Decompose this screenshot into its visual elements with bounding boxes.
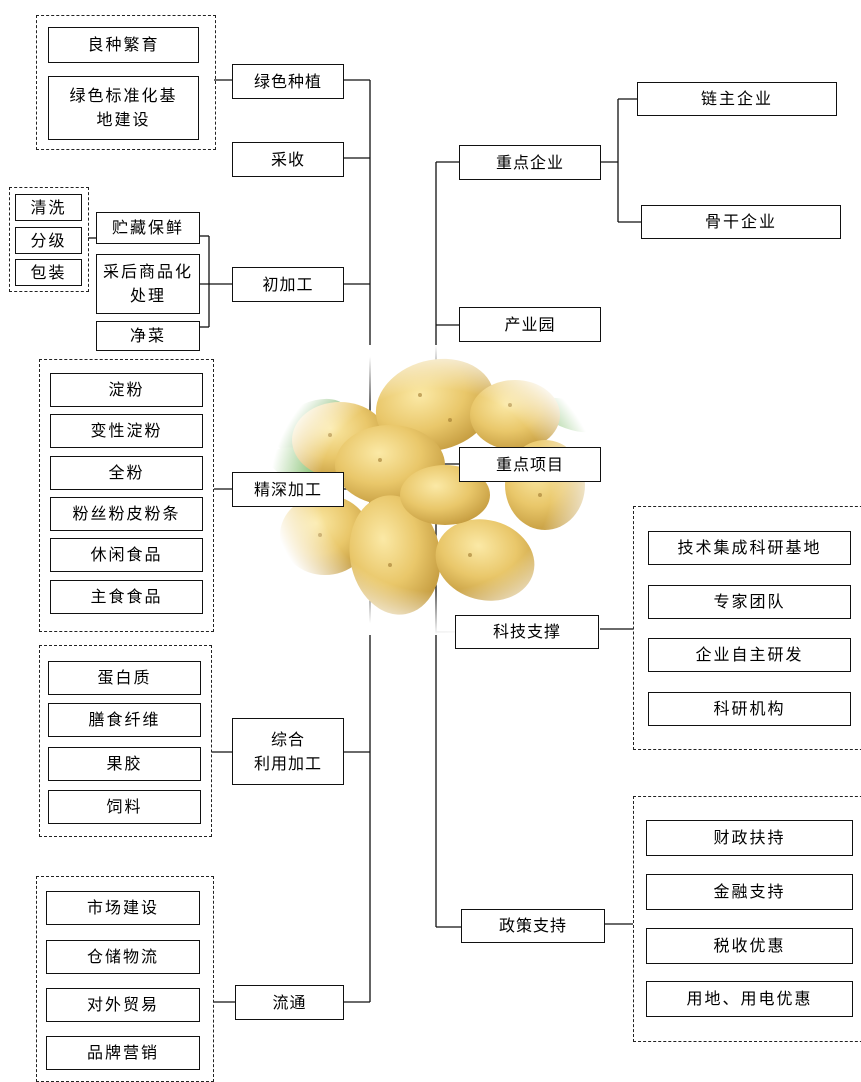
key-projects-box: 重点项目: [459, 447, 601, 482]
warehousing-logistics-box: 仓储物流: [46, 940, 200, 974]
industrial-park-label: 产业园: [504, 314, 556, 334]
dietary-fiber-box: 膳食纤维: [48, 703, 201, 737]
tech-support-label: 科技支撑: [492, 622, 561, 641]
cleaning-box: 清洗: [15, 194, 82, 221]
storage-preservation-label: 贮藏保鲜: [111, 218, 184, 237]
enterprise-rnd-label: 企业自主研发: [695, 645, 804, 664]
whole-flour-box: 全粉: [50, 456, 203, 490]
comprehensive-utilization-label-line2: 利用加工: [253, 753, 322, 773]
clean-vegetable-box: 净菜: [96, 321, 200, 351]
packing-box: 包装: [15, 259, 82, 286]
protein-label: 蛋白质: [97, 668, 152, 687]
protein-box: 蛋白质: [48, 661, 201, 695]
enterprise-rnd-box: 企业自主研发: [648, 638, 851, 672]
tech-support-box: 科技支撑: [455, 615, 599, 649]
financial-support-label: 金融支持: [713, 882, 786, 901]
tax-preference-label: 税收优惠: [713, 936, 786, 955]
dietary-fiber-label: 膳食纤维: [88, 710, 161, 729]
brand-marketing-label: 品牌营销: [86, 1043, 159, 1062]
research-institution-box: 科研机构: [648, 692, 851, 726]
market-construction-label: 市场建设: [86, 898, 159, 917]
pectin-box: 果胶: [48, 747, 201, 781]
post-harvest-processing-label: 采后商品化处理: [103, 262, 194, 305]
foreign-trade-box: 对外贸易: [46, 988, 200, 1022]
circulation-label: 流通: [272, 992, 307, 1012]
foreign-trade-label: 对外贸易: [86, 995, 159, 1014]
key-projects-label: 重点项目: [495, 454, 564, 474]
vermicelli-box: 粉丝粉皮粉条: [50, 497, 203, 531]
pectin-label: 果胶: [106, 754, 143, 773]
circulation-box: 流通: [235, 985, 344, 1020]
harvest-box: 采收: [232, 142, 344, 177]
tech-research-base-box: 技术集成科研基地: [648, 531, 851, 565]
post-harvest-processing-box: 采后商品化处理: [96, 254, 200, 314]
backbone-enterprise-box: 骨干企业: [641, 205, 841, 239]
chain-leader-enterprise-label: 链主企业: [700, 89, 773, 108]
land-power-preference-box: 用地、用电优惠: [646, 981, 853, 1017]
good-seed-breeding-label: 良种繁育: [87, 35, 160, 54]
vermicelli-label: 粉丝粉皮粉条: [72, 504, 181, 523]
market-construction-box: 市场建设: [46, 891, 200, 925]
feed-box: 饲料: [48, 790, 201, 824]
staple-food-box: 主食食品: [50, 580, 203, 614]
green-planting-group: [36, 15, 216, 150]
comprehensive-utilization-group: [39, 645, 212, 837]
backbone-enterprise-label: 骨干企业: [704, 212, 777, 231]
green-planting-box: 绿色种植: [232, 64, 344, 99]
harvest-label: 采收: [270, 149, 305, 169]
starch-label: 淀粉: [108, 380, 145, 399]
key-enterprises-label: 重点企业: [495, 152, 564, 172]
packing-label: 包装: [30, 262, 67, 282]
tech-research-base-label: 技术集成科研基地: [677, 538, 822, 557]
tech-support-group: [633, 506, 861, 750]
cleaning-grading-packing-group: [9, 187, 89, 292]
good-seed-breeding-box: 良种繁育: [48, 27, 199, 63]
research-institution-label: 科研机构: [713, 699, 786, 718]
primary-processing-box: 初加工: [232, 267, 344, 302]
expert-team-box: 专家团队: [648, 585, 851, 619]
land-power-preference-label: 用地、用电优惠: [686, 989, 813, 1008]
grading-box: 分级: [15, 227, 82, 254]
fiscal-support-label: 财政扶持: [713, 828, 786, 847]
green-planting-label: 绿色种植: [253, 71, 322, 91]
potato-pile-image: [270, 345, 600, 635]
warehousing-logistics-label: 仓储物流: [86, 947, 159, 966]
comprehensive-utilization-box: 综合 利用加工: [232, 718, 344, 785]
industrial-park-box: 产业园: [459, 307, 601, 342]
policy-support-box: 政策支持: [461, 909, 605, 943]
feed-label: 饲料: [106, 797, 143, 816]
snack-food-box: 休闲食品: [50, 538, 203, 572]
clean-vegetable-label: 净菜: [129, 326, 166, 345]
grading-label: 分级: [30, 230, 67, 250]
fiscal-support-box: 财政扶持: [646, 820, 853, 856]
primary-processing-label: 初加工: [262, 274, 314, 294]
deep-processing-label: 精深加工: [253, 479, 322, 499]
starch-box: 淀粉: [50, 373, 203, 407]
brand-marketing-box: 品牌营销: [46, 1036, 200, 1070]
comprehensive-utilization-label-line1: 综合: [270, 729, 305, 749]
cleaning-label: 清洗: [30, 197, 67, 217]
green-base-construction-box: 绿色标准化基地建设: [48, 76, 199, 140]
expert-team-label: 专家团队: [713, 592, 786, 611]
tax-preference-box: 税收优惠: [646, 928, 853, 964]
policy-support-label: 政策支持: [498, 916, 567, 935]
modified-starch-label: 变性淀粉: [90, 421, 163, 440]
policy-support-group: [633, 796, 861, 1042]
green-base-construction-label: 绿色标准化基地建设: [69, 86, 178, 129]
whole-flour-label: 全粉: [108, 463, 145, 482]
key-enterprises-box: 重点企业: [459, 145, 601, 180]
chain-leader-enterprise-box: 链主企业: [637, 82, 837, 116]
storage-preservation-box: 贮藏保鲜: [96, 212, 200, 244]
deep-processing-box: 精深加工: [232, 472, 344, 507]
deep-processing-group: [39, 359, 214, 632]
financial-support-box: 金融支持: [646, 874, 853, 910]
staple-food-label: 主食食品: [90, 587, 163, 606]
snack-food-label: 休闲食品: [90, 545, 163, 564]
modified-starch-box: 变性淀粉: [50, 414, 203, 448]
